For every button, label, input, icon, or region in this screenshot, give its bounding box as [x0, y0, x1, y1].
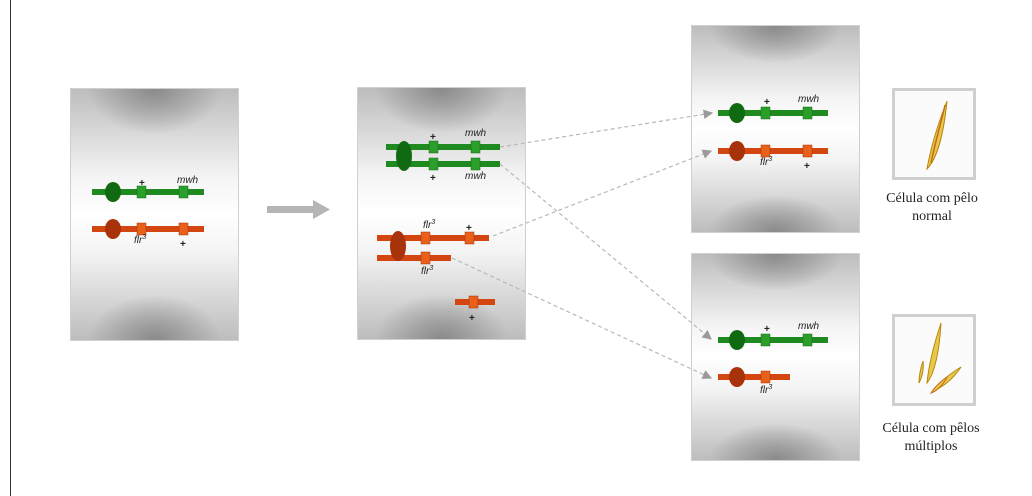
- panel-daughter-normal: [691, 25, 860, 233]
- multiple-hairs-icon: [918, 322, 962, 394]
- panel-daughter-multiple: [691, 253, 860, 461]
- multiple-orange-chromosome: [718, 367, 790, 387]
- right-arrow-icon: [267, 200, 330, 219]
- mwh-label: mwh: [798, 94, 820, 105]
- plus-marker: +: [764, 97, 770, 108]
- flr3-label: flr3: [134, 234, 146, 246]
- mwh-label: mwh: [177, 175, 199, 186]
- plus-marker: +: [804, 161, 810, 172]
- flr3-label: flr3: [423, 219, 435, 231]
- panel-parent-cell: [70, 88, 239, 341]
- plus-marker: +: [180, 239, 186, 250]
- flr3-label: flr3: [421, 265, 433, 277]
- plus-marker: +: [139, 178, 145, 189]
- flr3-label: flr3: [760, 384, 772, 396]
- exchanged-fragment: [455, 295, 495, 309]
- plus-marker: +: [466, 223, 472, 234]
- replicated-green-chromatids: [386, 140, 500, 171]
- plus-marker: +: [764, 324, 770, 335]
- plus-marker: +: [430, 173, 436, 184]
- mwh-label: mwh: [465, 171, 487, 182]
- segregation-arrows: [451, 109, 714, 379]
- multiple-hair-thumbnail: [892, 314, 976, 406]
- parent-orange-chromosome: [92, 219, 204, 239]
- flr3-label: flr3: [760, 156, 772, 168]
- normal-green-chromosome: [718, 103, 828, 123]
- plus-marker: +: [469, 313, 475, 324]
- caption-normal-hair: Célula com pêlo normal: [886, 191, 978, 224]
- plus-marker: +: [430, 132, 436, 143]
- mwh-label: mwh: [465, 128, 487, 139]
- normal-hair-thumbnail: [892, 88, 976, 180]
- single-hair-icon: [926, 100, 948, 171]
- normal-orange-chromosome: [718, 141, 828, 161]
- replicated-orange-chromatids: [377, 231, 489, 265]
- mwh-label: mwh: [798, 321, 820, 332]
- caption-multiple-hairs: Célula com pêlos múltiplos: [882, 421, 980, 454]
- panel-replicated-cell: [357, 87, 526, 340]
- left-border: [10, 0, 11, 496]
- parent-green-chromosome: [92, 182, 204, 202]
- multiple-green-chromosome: [718, 330, 828, 350]
